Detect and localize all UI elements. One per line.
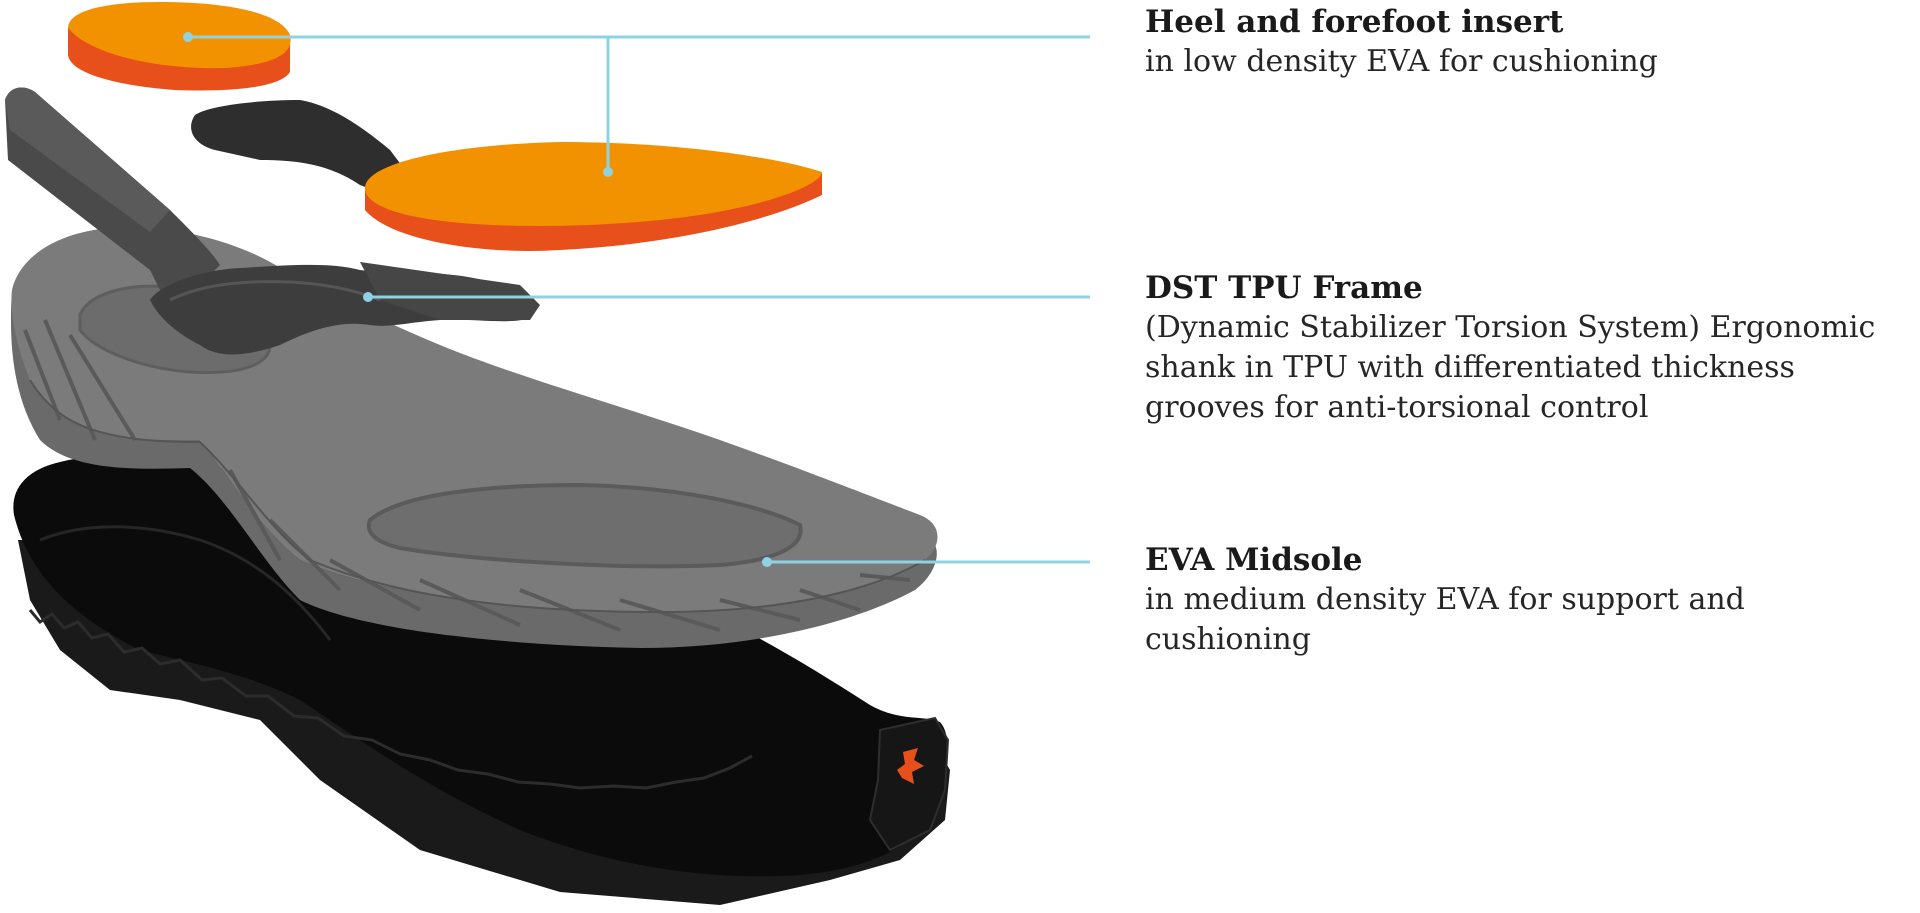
label-description: in medium density EVA for support and cu… <box>1145 582 1745 657</box>
forefoot-insert <box>365 142 822 251</box>
label-heel-forefoot-insert: Heel and forefoot insert in low density … <box>1145 2 1915 82</box>
tpu-frame-shank-highlight <box>169 280 381 302</box>
label-dst-tpu-frame: DST TPU Frame (Dynamic Stabilizer Torsio… <box>1145 268 1915 428</box>
tpu-frame <box>5 87 540 355</box>
label-title: Heel and forefoot insert <box>1145 4 1564 40</box>
label-description: in low density EVA for cushioning <box>1145 44 1658 79</box>
label-description: (Dynamic Stabilizer Torsion System) Ergo… <box>1145 310 1876 425</box>
leader-dot-frame <box>363 292 373 302</box>
tpu-frame-rear-arm-top <box>5 87 170 232</box>
heel-insert <box>68 2 291 91</box>
label-title: EVA Midsole <box>1145 542 1363 578</box>
tpu-frame-upper-arm <box>191 100 420 200</box>
midsole-forefoot-recess <box>366 482 803 569</box>
leader-line-insert <box>188 35 1090 172</box>
logo-mark-icon <box>897 748 924 784</box>
midsole-sidewall <box>10 290 937 648</box>
outsole-tread-edge <box>28 609 753 790</box>
outsole-inner-contour <box>39 525 332 641</box>
tpu-frame-forefoot-tab <box>360 262 540 320</box>
outsole-toe-cap <box>868 716 950 852</box>
leader-lines <box>183 32 1090 567</box>
midsole-edge-line <box>29 379 926 614</box>
leader-dot-midsole <box>762 557 772 567</box>
leader-dot-forefoot <box>603 167 613 177</box>
forefoot-insert-top <box>365 142 822 226</box>
heel-insert-top <box>68 2 291 69</box>
leader-dot-heel <box>183 32 193 42</box>
label-eva-midsole: EVA Midsole in medium density EVA for su… <box>1145 540 1915 660</box>
outsole <box>13 454 950 905</box>
label-title: DST TPU Frame <box>1145 270 1423 306</box>
